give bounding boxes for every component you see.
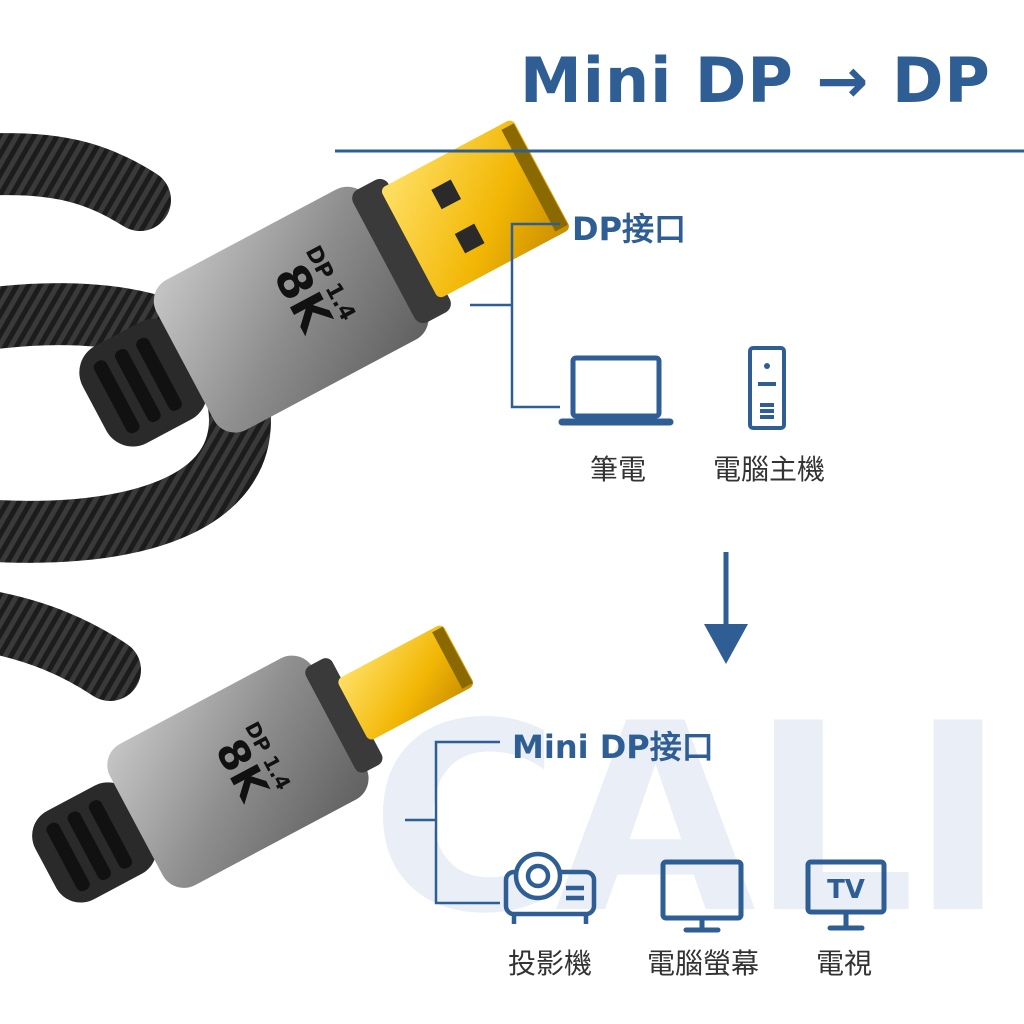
device-label-monitor: 電腦螢幕 [646,947,759,980]
device-label-projector: 投影機 [507,947,592,980]
down-arrow-icon [704,552,748,664]
tv-icon: TV [805,859,887,931]
watermark: CALI [370,669,1006,971]
page-title: Mini DP → DP [520,44,991,117]
dp-plug: 8K DP 1.4 [79,120,569,447]
mini-dp-plug: 8K DP 1.4 [32,625,473,903]
tv-icon-text: TV [827,875,865,905]
laptop-icon [558,355,674,426]
desktop-tower-icon [748,346,786,430]
dp-bracket [470,222,560,409]
device-label-tv: 電視 [815,947,872,980]
mini-dp-bracket [405,740,500,905]
mini-dp-port-label: Mini DP接口 [512,728,714,766]
dp-port-label: DP接口 [572,210,687,248]
device-label-desktop: 電腦主機 [712,453,825,486]
projector-icon [503,851,597,924]
monitor-icon [660,859,744,933]
device-label-laptop: 筆電 [589,453,646,486]
